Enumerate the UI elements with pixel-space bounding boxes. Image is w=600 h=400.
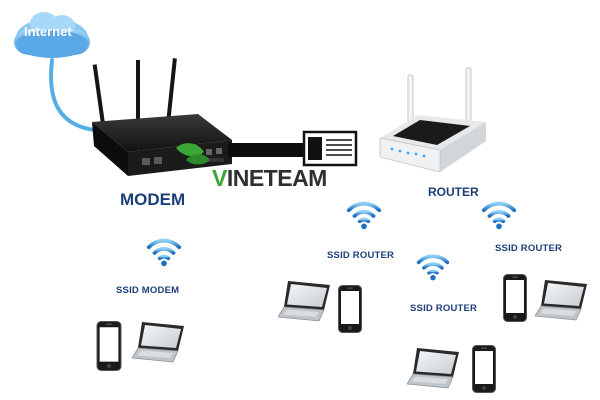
ssid-router-label: SSID ROUTER [410,303,478,314]
rj45-connector-icon [228,130,358,167]
wifi-icon [416,254,450,283]
wifi-icon [146,238,182,269]
ssid-modem-label: SSID MODEM [116,285,180,296]
watermark-leaf-icon [176,143,210,165]
internet-label: Internet [24,24,72,39]
phone-icon [472,345,496,393]
router-icon [379,67,486,173]
wifi-icon [346,201,382,232]
modem-icon [92,58,232,176]
laptop-icon [407,347,460,389]
laptop-icon [535,279,588,321]
phone-icon [338,284,362,334]
internet-cable [49,58,97,132]
phone-icon [503,273,527,323]
ssid-router-label: SSID ROUTER [327,250,395,261]
cloud-icon [14,12,90,58]
laptop-icon [132,321,185,363]
modem-label: MODEM [120,190,186,209]
watermark-first-letter: V [212,165,227,191]
wifi-icon [481,201,517,232]
watermark-rest: INETEAM [226,165,328,191]
watermark-logo: VINETEAM [212,165,327,192]
laptop-icon [278,280,331,322]
router-label: ROUTER [428,185,479,199]
phone-icon [96,321,122,371]
ssid-router-label: SSID ROUTER [495,243,563,254]
